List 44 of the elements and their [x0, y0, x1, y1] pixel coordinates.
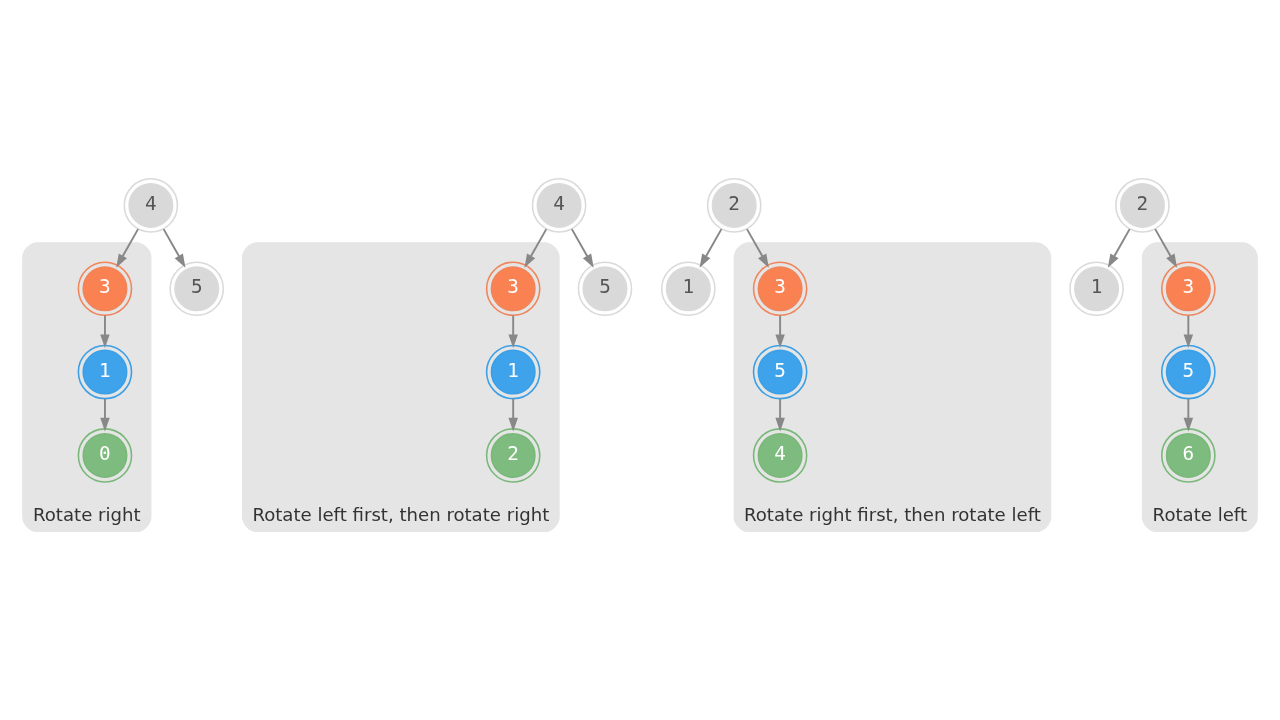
- node-circle: 5: [1161, 344, 1216, 400]
- node-circle: 3: [752, 261, 808, 317]
- node-circle: 3: [77, 261, 133, 317]
- arrow: [775, 314, 785, 349]
- arrow: [508, 314, 518, 349]
- arrow: [699, 228, 723, 268]
- node-label: Rotate right first, then rotate left: [743, 503, 1041, 525]
- arrow: [1154, 228, 1178, 268]
- node-circle: 6: [1161, 428, 1216, 483]
- node-label: Rotate right: [33, 503, 141, 525]
- arrow: [524, 228, 548, 268]
- node-circle: 1: [485, 344, 541, 400]
- arrow: [508, 397, 518, 432]
- node-label: Rotate left first, then rotate right: [252, 503, 550, 525]
- node-circle: 1: [77, 344, 133, 400]
- node-circle: 5: [752, 344, 808, 400]
- node-circle: 0: [77, 428, 133, 483]
- arrow: [775, 397, 785, 432]
- arrow: [116, 228, 139, 268]
- node-circle: 1: [1069, 261, 1124, 317]
- cluster: [22, 242, 152, 533]
- cluster: [242, 242, 560, 533]
- node-label: Rotate left: [1152, 503, 1248, 525]
- arrow: [1183, 397, 1194, 432]
- node-circle: 5: [169, 261, 225, 317]
- cluster: [733, 242, 1052, 533]
- node-circle: 2: [485, 428, 541, 483]
- node-circle: 3: [1161, 261, 1216, 317]
- arrow: [570, 228, 594, 268]
- arrow: [746, 228, 769, 268]
- node-circle: 4: [531, 178, 587, 233]
- arrow: [100, 314, 110, 349]
- arrow: [100, 397, 110, 432]
- node-circle: 3: [485, 261, 541, 317]
- node-circle: 2: [1115, 178, 1170, 233]
- node-circle: 4: [752, 428, 808, 483]
- node-circle: 2: [706, 178, 762, 233]
- cluster: [1141, 242, 1258, 533]
- node-circle: 4: [123, 178, 179, 233]
- arrow: [1107, 228, 1131, 268]
- node-circle: 1: [660, 261, 716, 317]
- arrow: [162, 228, 186, 268]
- node-circle: 5: [577, 261, 633, 317]
- arrow: [1183, 314, 1194, 349]
